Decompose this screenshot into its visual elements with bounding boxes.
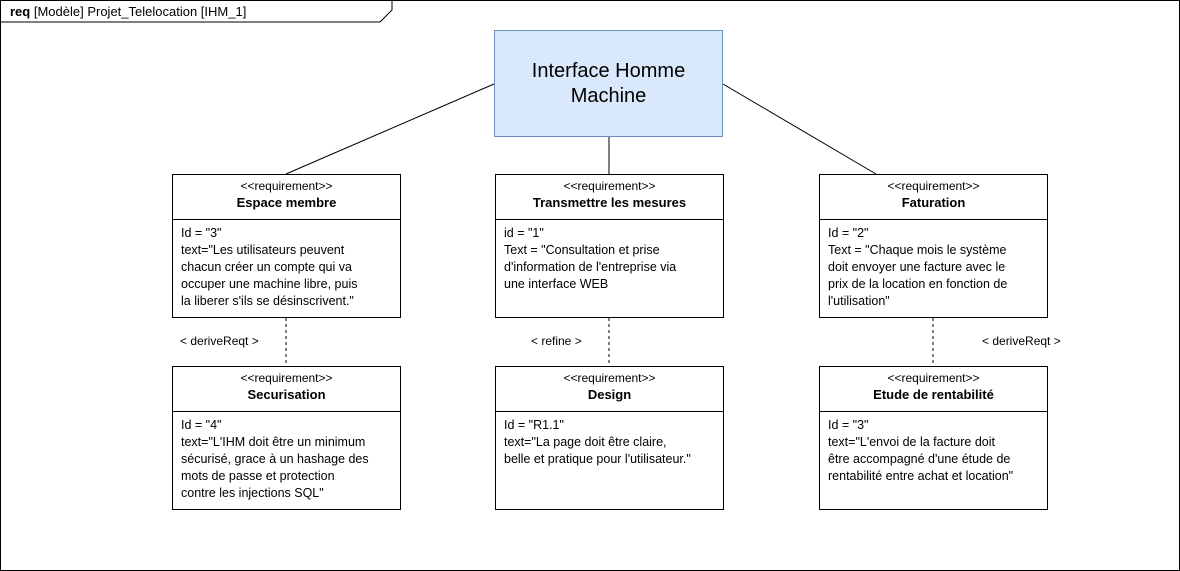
frame-kind: req — [10, 4, 31, 19]
requirement-line: Text = "Chaque mois le système — [828, 243, 1007, 257]
requirement-name: Etude de rentabilité — [873, 387, 994, 402]
requirement-body: Id = "R1.1" text="La page doit être clai… — [496, 412, 723, 474]
root-block[interactable]: Interface Homme Machine — [494, 30, 723, 137]
requirement-name: Transmettre les mesures — [532, 195, 687, 210]
stereotype-label: <<requirement>> — [887, 371, 980, 385]
requirement-line: sécurisé, grace à un hashage des — [181, 452, 369, 466]
requirement-line: Id = "R1.1" — [504, 418, 564, 432]
stereotype-label: <<requirement>> — [240, 371, 333, 385]
requirement-body: Id = "2" Text = "Chaque mois le système … — [820, 220, 1047, 316]
containment-line-faturation — [722, 83, 877, 175]
relation-label-derive-left: < deriveReqt > — [180, 334, 259, 348]
requirement-line: belle et pratique pour l'utilisateur." — [504, 452, 691, 466]
requirement-line: une interface WEB — [504, 277, 609, 291]
frame-tab — [0, 0, 393, 23]
requirement-name: Faturation — [901, 195, 966, 210]
requirement-header: <<requirement>> Espace membre — [173, 175, 400, 220]
requirement-header: <<requirement>> Securisation — [173, 367, 400, 412]
root-label: Interface Homme Machine — [531, 59, 686, 107]
requirement-transmettre-mesures[interactable]: <<requirement>> Transmettre les mesures … — [495, 174, 724, 318]
requirement-body: id = "1" Text = "Consultation et prise d… — [496, 220, 723, 299]
requirement-line: doit envoyer une facture avec le — [828, 260, 1006, 274]
requirement-line: Id = "3" — [181, 226, 222, 240]
requirement-line: prix de la location en fonction de — [828, 277, 1008, 291]
stereotype-label: <<requirement>> — [563, 371, 656, 385]
requirement-line: text="L'IHM doit être un minimum — [181, 435, 366, 449]
requirement-body: Id = "3" text="Les utilisateurs peuvent … — [173, 220, 400, 316]
requirement-header: <<requirement>> Faturation — [820, 175, 1047, 220]
containment-line-espace — [285, 83, 495, 175]
requirement-line: rentabilité entre achat et location" — [828, 469, 1014, 483]
requirement-line: mots de passe et protection — [181, 469, 335, 483]
requirement-line: chacun créer un compte qui va — [181, 260, 352, 274]
requirement-name: Securisation — [247, 387, 326, 402]
requirement-espace-membre[interactable]: <<requirement>> Espace membre Id = "3" t… — [172, 174, 401, 318]
frame-name: [Modèle] Projet_Telelocation [IHM_1] — [33, 4, 247, 19]
requirement-line: l'utilisation" — [828, 294, 890, 308]
requirement-line: Id = "4" — [181, 418, 222, 432]
requirement-line: text="L'envoi de la facture doit — [828, 435, 995, 449]
requirement-etude-rentabilite[interactable]: <<requirement>> Etude de rentabilité Id … — [819, 366, 1048, 510]
frame-title: req [Modèle] Projet_Telelocation [IHM_1] — [10, 4, 246, 19]
stereotype-label: <<requirement>> — [887, 179, 980, 193]
requirement-line: Id = "2" — [828, 226, 869, 240]
requirement-line: Id = "3" — [828, 418, 869, 432]
relation-label-derive-right: < deriveReqt > — [982, 334, 1061, 348]
requirement-line: occuper une machine libre, puis — [181, 277, 358, 291]
requirement-header: <<requirement>> Design — [496, 367, 723, 412]
requirement-securisation[interactable]: <<requirement>> Securisation Id = "4" te… — [172, 366, 401, 510]
requirement-line: Text = "Consultation et prise — [504, 243, 660, 257]
requirement-line: la liberer s'ils se désinscrivent." — [181, 294, 354, 308]
requirement-line: id = "1" — [504, 226, 544, 240]
requirement-line: text="Les utilisateurs peuvent — [181, 243, 345, 257]
requirement-name: Espace membre — [236, 195, 337, 210]
stereotype-label: <<requirement>> — [240, 179, 333, 193]
requirement-line: contre les injections SQL" — [181, 486, 324, 500]
requirement-header: <<requirement>> Transmettre les mesures — [496, 175, 723, 220]
requirement-name: Design — [587, 387, 632, 402]
requirement-faturation[interactable]: <<requirement>> Faturation Id = "2" Text… — [819, 174, 1048, 318]
requirement-body: Id = "4" text="L'IHM doit être un minimu… — [173, 412, 400, 508]
requirement-header: <<requirement>> Etude de rentabilité — [820, 367, 1047, 412]
stereotype-label: <<requirement>> — [563, 179, 656, 193]
requirement-body: Id = "3" text="L'envoi de la facture doi… — [820, 412, 1047, 491]
requirement-line: être accompagné d'une étude de — [828, 452, 1011, 466]
requirement-line: text="La page doit être claire, — [504, 435, 667, 449]
requirement-design[interactable]: <<requirement>> Design Id = "R1.1" text=… — [495, 366, 724, 510]
requirement-line: d'information de l'entreprise via — [504, 260, 677, 274]
relation-label-refine: < refine > — [531, 334, 582, 348]
